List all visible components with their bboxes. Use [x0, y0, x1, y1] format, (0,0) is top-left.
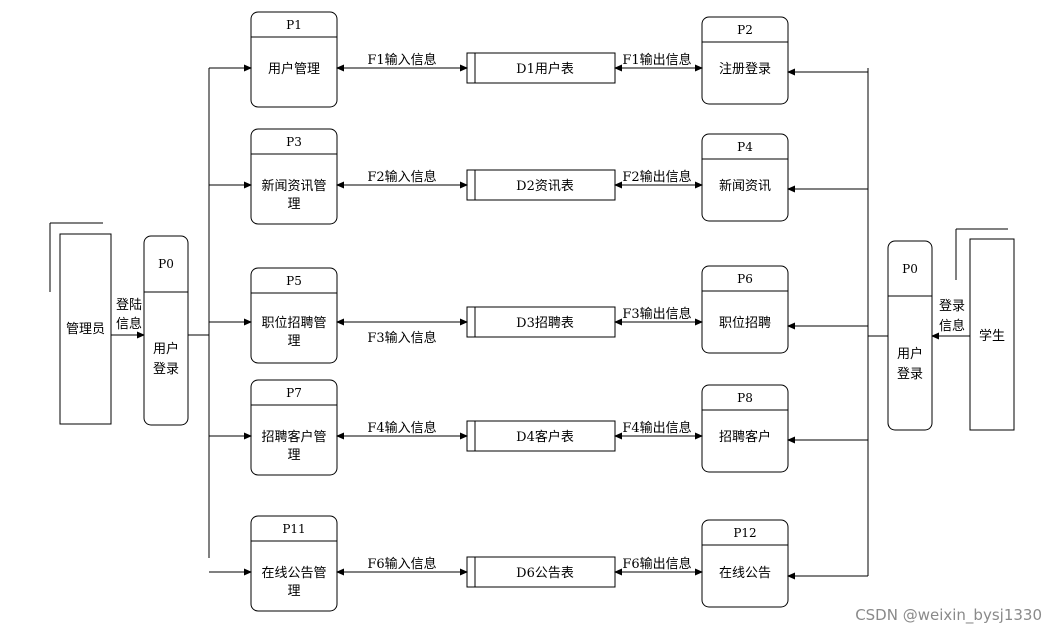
process-right-id: P12 — [733, 526, 756, 540]
data-store: D1用户表 — [466, 52, 616, 84]
watermark: CSDN @weixin_bysj1330 — [855, 606, 1042, 624]
process-left: P1 用户管理 — [250, 11, 338, 108]
flow-admin-login-line2: 信息 — [116, 316, 142, 332]
process-right: P2 注册登录 — [701, 16, 789, 105]
process-login-right-line1: 用户 — [897, 346, 923, 362]
process-left-box — [250, 267, 338, 364]
data-store: D3招聘表 — [466, 306, 616, 338]
process-right-id: P2 — [737, 23, 753, 37]
process-left-label-line1: 新闻资讯管 — [261, 178, 326, 194]
process-right-label: 招聘客户 — [719, 429, 771, 445]
entity-admin: 管理员 — [49, 222, 112, 425]
flow-student-login-line2: 信息 — [939, 318, 965, 334]
data-store-label: D3招聘表 — [516, 316, 574, 331]
data-store-box — [466, 556, 616, 588]
process-right-box — [701, 16, 789, 105]
flow-admin-login: 登陆 信息 — [111, 297, 145, 339]
right-bus — [867, 68, 888, 576]
process-left-box — [250, 11, 338, 108]
flow-student-login-line1: 登录 — [939, 299, 965, 314]
process-left-label-line2: 理 — [287, 448, 300, 463]
flow-out-label: F1输出信息 — [622, 52, 691, 68]
data-store-label: D2资讯表 — [516, 179, 574, 194]
process-left-id: P5 — [286, 274, 302, 288]
process-left-label: 用户管理 — [268, 61, 320, 77]
flow-out-label: F2输出信息 — [622, 169, 691, 185]
process-right: P6 职位招聘 — [701, 265, 789, 354]
left-bus — [188, 68, 210, 558]
data-store: D4客户表 — [466, 420, 616, 452]
process-login-left-line1: 用户 — [153, 341, 179, 357]
flow-in-label: F2输入信息 — [367, 169, 436, 185]
process-login-right-id: P0 — [902, 262, 918, 276]
entity-student-label: 学生 — [979, 328, 1005, 344]
data-store: D2资讯表 — [466, 169, 616, 201]
data-store-label: D1用户表 — [516, 61, 574, 77]
flow-student-login: 登录 信息 — [931, 299, 970, 340]
process-left-label-line2: 理 — [287, 197, 300, 212]
data-store-box — [466, 306, 616, 338]
process-left-label-line1: 在线公告管 — [261, 566, 326, 581]
data-store: D6公告表 — [466, 556, 616, 588]
process-left-label-line1: 职位招聘管 — [261, 316, 326, 331]
entity-student: 学生 — [955, 228, 1015, 431]
process-right-label: 注册登录 — [719, 62, 771, 77]
data-store-label: D4客户表 — [516, 429, 574, 445]
process-right-label: 在线公告 — [719, 566, 771, 581]
flow-out-label: F6输出信息 — [622, 556, 691, 572]
flow-in-label: F6输入信息 — [367, 556, 436, 572]
process-login-left-line2: 登录 — [153, 362, 179, 377]
process-left-box — [250, 379, 338, 476]
entity-admin-label: 管理员 — [66, 322, 105, 337]
process-login-right: P0 用户 登录 — [887, 240, 933, 431]
process-right-label: 职位招聘 — [719, 316, 771, 331]
process-left-label-line2: 理 — [287, 584, 300, 599]
process-left-box — [250, 128, 338, 225]
process-right-label: 新闻资讯 — [719, 178, 771, 194]
process-right-box — [701, 384, 789, 473]
process-login-left: P0 用户 登录 — [143, 235, 189, 426]
flow-in-label: F1输入信息 — [367, 52, 436, 68]
process-left-label-line2: 理 — [287, 334, 300, 349]
process-right-box — [701, 265, 789, 354]
process-right-id: P6 — [737, 272, 753, 286]
process-right: P4 新闻资讯 — [701, 133, 789, 222]
process-left-id: P7 — [286, 386, 302, 400]
process-login-right-line2: 登录 — [897, 367, 923, 382]
process-row: P1 用户管理 D1用户表 F1输入信息 P2 注册登录 F1输出信息 — [209, 11, 868, 108]
process-right: P8 招聘客户 — [701, 384, 789, 473]
data-store-label: D6公告表 — [516, 566, 574, 581]
process-left-id: P1 — [286, 18, 302, 32]
process-left-box — [250, 515, 338, 612]
flow-in-label: F4输入信息 — [367, 420, 436, 436]
process-login-left-id: P0 — [158, 257, 174, 271]
process-right-box — [701, 133, 789, 222]
process-left-id: P3 — [286, 135, 302, 149]
process-right-id: P8 — [737, 391, 753, 405]
process-left-id: P11 — [282, 522, 305, 536]
flow-admin-login-line1: 登陆 — [116, 297, 142, 313]
process-right-box — [701, 519, 789, 608]
flow-out-label: F4输出信息 — [622, 420, 691, 436]
flow-in-label: F3输入信息 — [367, 330, 436, 346]
process-right-id: P4 — [737, 140, 753, 154]
process-left-label-line1: 招聘客户管 — [261, 429, 326, 445]
process-right: P12 在线公告 — [701, 519, 789, 608]
data-store-box — [466, 169, 616, 201]
flow-out-label: F3输出信息 — [622, 306, 691, 322]
